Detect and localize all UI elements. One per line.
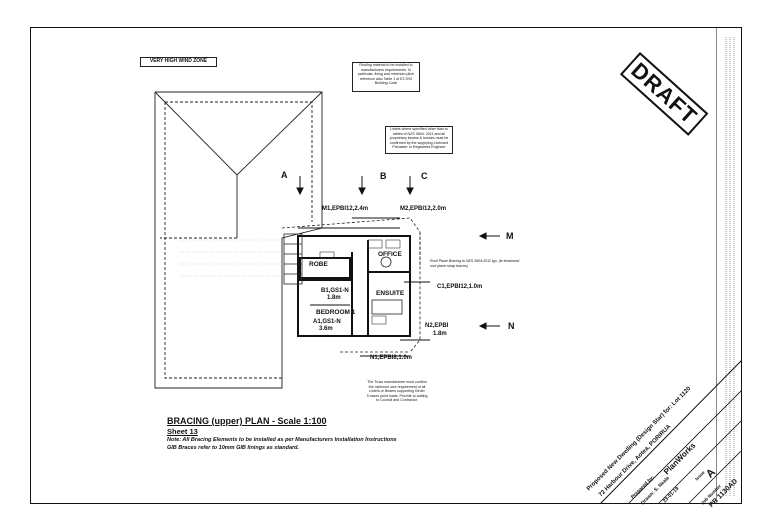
room-robe: ROBE (309, 261, 328, 268)
note-line-1: Note: All Bracing Elements to be install… (167, 437, 397, 443)
section-a: A (281, 170, 288, 180)
roofing-note: Roofing material to be installed to manu… (352, 62, 420, 92)
brace-b1-length: 1.8m (327, 295, 341, 301)
section-c: C (421, 171, 428, 181)
wind-zone-label: VERY HIGH WIND ZONE (140, 57, 217, 67)
section-n: N (508, 321, 515, 331)
room-bedroom: BEDROOM 1 (316, 309, 356, 316)
plan-notes: BRACING (upper) PLAN - Scale 1:100 Sheet… (167, 416, 397, 452)
room-ensuite: ENSUITE (376, 290, 405, 297)
brace-n1: N1,EPBI8,1.0m (370, 355, 413, 361)
note-line-2: GIB Braces refer to 10mm GIB linings as … (167, 445, 300, 451)
section-m: M (506, 231, 514, 241)
truss-note: The Truss manufacturer must confirm the … (366, 380, 428, 403)
brace-a1-type: A1,GS1-N (313, 319, 341, 325)
title-block: Proposed New Dwelling (Design Star) for:… (586, 360, 742, 509)
brace-b1-type: B1,GS1-N (321, 288, 349, 294)
brace-c1: C1,EPBI12,1.0m (437, 284, 483, 290)
roof-bracing-note: Roof Plane Bracing to NZS 3604:2011 typ.… (430, 259, 520, 268)
brace-n2-type: N2,EPBI (425, 323, 449, 329)
room-office: OFFICE (378, 251, 402, 258)
section-b: B (380, 171, 387, 181)
brace-n2-length: 1.8m (433, 331, 447, 337)
sheet-number: Sheet 13 (167, 427, 198, 436)
brace-m1: M1,EPBI12,2.4m (322, 206, 369, 212)
lintel-note: Lintels where specified other than to ta… (385, 126, 453, 154)
plan-title: BRACING (upper) PLAN - Scale 1:100 (167, 416, 327, 426)
title-block-frame (600, 360, 742, 504)
brace-m2: M2,EPBI12,2.0m (400, 206, 447, 212)
brace-a1-length: 3.6m (319, 326, 333, 332)
